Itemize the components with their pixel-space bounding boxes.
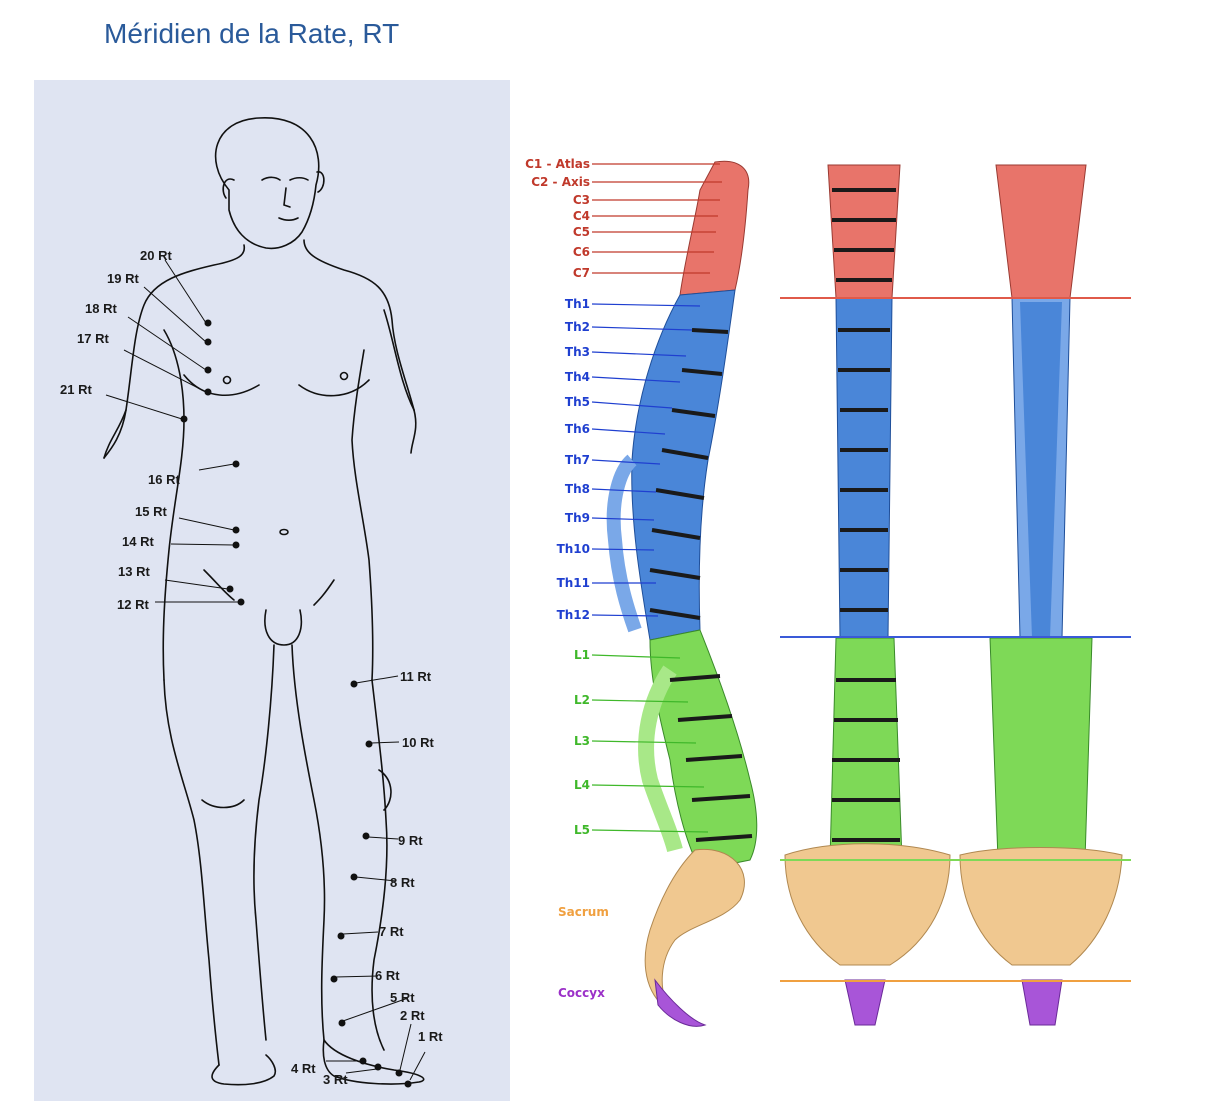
point-label: 19 Rt bbox=[107, 271, 139, 286]
spine-labels: C1 - Atlas C2 - Axis C3 C4 C5 C6 C7 Th1 … bbox=[525, 157, 609, 1000]
spine-diagram: C1 - Atlas C2 - Axis C3 C4 C5 C6 C7 Th1 … bbox=[525, 157, 1131, 1027]
vertebra-label: C3 bbox=[573, 193, 590, 207]
vertebra-label: L1 bbox=[574, 648, 590, 662]
vertebra-label: C4 bbox=[573, 209, 590, 223]
coccyx-label: Coccyx bbox=[558, 986, 605, 1000]
region-separators bbox=[780, 297, 1131, 982]
point-leader-lines bbox=[105, 259, 426, 1081]
point-label: 20 Rt bbox=[140, 248, 172, 263]
point-label: 4 Rt bbox=[291, 1061, 316, 1076]
point-labels: 1 Rt 2 Rt 3 Rt 4 Rt 5 Rt 6 Rt 7 Rt 8 Rt … bbox=[60, 248, 443, 1087]
point-label: 21 Rt bbox=[60, 382, 92, 397]
vertebra-label: C7 bbox=[573, 266, 590, 280]
vertebra-label: L2 bbox=[574, 693, 590, 707]
vertebra-label: L5 bbox=[574, 823, 590, 837]
spine-lateral-view bbox=[606, 160, 758, 1027]
meridian-figure-panel: 1 Rt 2 Rt 3 Rt 4 Rt 5 Rt 6 Rt 7 Rt 8 Rt … bbox=[34, 80, 510, 1101]
body-outline-figure: 1 Rt 2 Rt 3 Rt 4 Rt 5 Rt 6 Rt 7 Rt 8 Rt … bbox=[60, 117, 443, 1088]
point-label: 2 Rt bbox=[400, 1008, 425, 1023]
point-label: 5 Rt bbox=[390, 990, 415, 1005]
point-label: 16 Rt bbox=[148, 472, 180, 487]
point-label: 17 Rt bbox=[77, 331, 109, 346]
point-label: 1 Rt bbox=[418, 1029, 443, 1044]
vertebra-label: Th1 bbox=[565, 297, 590, 311]
point-label: 18 Rt bbox=[85, 301, 117, 316]
spine-leader-lines bbox=[591, 163, 722, 833]
vertebra-label: Th11 bbox=[557, 576, 590, 590]
point-label: 6 Rt bbox=[375, 968, 400, 983]
vertebra-label: Th8 bbox=[565, 482, 590, 496]
point-label: 9 Rt bbox=[398, 833, 423, 848]
meridian-points bbox=[180, 319, 412, 1088]
vertebra-label: C2 - Axis bbox=[531, 175, 590, 189]
vertebra-label: Th3 bbox=[565, 345, 590, 359]
point-label: 8 Rt bbox=[390, 875, 415, 890]
spine-front-view bbox=[784, 164, 951, 1026]
sacrum-label: Sacrum bbox=[558, 905, 609, 919]
spine-diagram-panel: C1 - Atlas C2 - Axis C3 C4 C5 C6 C7 Th1 … bbox=[510, 80, 1208, 1114]
point-label: 10 Rt bbox=[402, 735, 434, 750]
vertebra-label: Th6 bbox=[565, 422, 590, 436]
vertebra-label: Th12 bbox=[557, 608, 590, 622]
vertebra-label: L4 bbox=[574, 778, 590, 792]
vertebra-label: Th2 bbox=[565, 320, 590, 334]
vertebra-label: Th4 bbox=[565, 370, 590, 384]
point-label: 14 Rt bbox=[122, 534, 154, 549]
page-title: Méridien de la Rate, RT bbox=[104, 18, 400, 49]
vertebra-label: Th9 bbox=[565, 511, 590, 525]
vertebra-label: Th10 bbox=[557, 542, 590, 556]
point-label: 3 Rt bbox=[323, 1072, 348, 1087]
spine-back-view bbox=[959, 164, 1123, 1026]
vertebra-label: Th5 bbox=[565, 395, 590, 409]
vertebra-label: C1 - Atlas bbox=[525, 157, 590, 171]
point-label: 7 Rt bbox=[379, 924, 404, 939]
point-label: 15 Rt bbox=[135, 504, 167, 519]
vertebra-label: C6 bbox=[573, 245, 590, 259]
point-label: 13 Rt bbox=[118, 564, 150, 579]
vertebra-label: L3 bbox=[574, 734, 590, 748]
point-label: 11 Rt bbox=[400, 669, 432, 684]
point-label: 12 Rt bbox=[117, 597, 149, 612]
vertebra-label: C5 bbox=[573, 225, 590, 239]
vertebra-label: Th7 bbox=[565, 453, 590, 467]
